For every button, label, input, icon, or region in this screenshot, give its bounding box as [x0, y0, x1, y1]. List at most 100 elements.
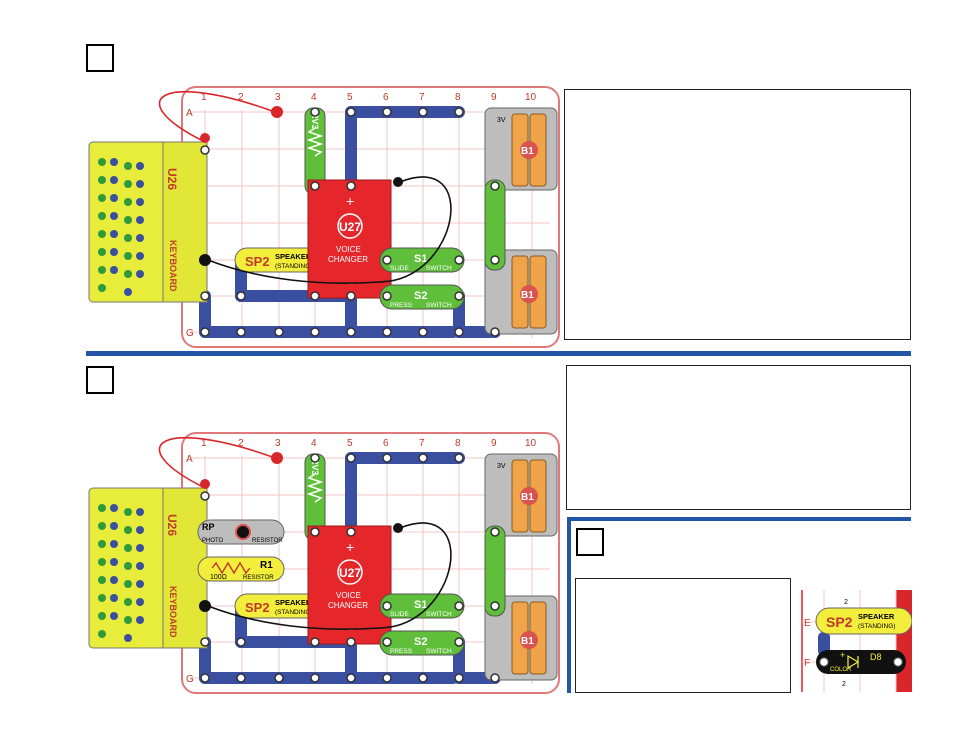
press-switch-s2: [379, 284, 465, 310]
column-label-4: 4: [311, 92, 317, 103]
inset-led-plus: +: [840, 650, 845, 660]
inset-speaker-label-line2: (STANDING): [858, 623, 895, 630]
column-label-2: 2: [238, 92, 244, 103]
speaker-label-line1: SPEAKER: [275, 252, 312, 261]
slide-switch-s1-vertical: [484, 179, 506, 271]
inset-snap-number-top: 2: [844, 599, 848, 606]
column-label-1: 1: [201, 92, 207, 103]
column-label-7: 7: [419, 438, 425, 449]
inset-snap-number-bottom: 2: [842, 681, 846, 688]
resistor-r1: [197, 556, 285, 582]
red-jumper-wire: [158, 436, 276, 489]
red-jumper-wire: [158, 90, 276, 143]
battery-code-label-bottom: B1: [521, 636, 534, 647]
press-switch-s2: [379, 630, 465, 656]
u27-label-line1: VOICE: [336, 245, 361, 254]
s1-code-label: S1: [414, 599, 427, 611]
slide-switch-s1: [379, 593, 465, 619]
speaker-label-line2: (STANDING): [275, 263, 312, 270]
keyboard-code-label: U26: [165, 514, 179, 536]
keyboard-code-label: U26: [165, 168, 179, 190]
voice-changer-u27: [307, 525, 392, 645]
rv3-label: RV3: [310, 458, 320, 475]
inset-speaker-label-line1: SPEAKER: [858, 612, 895, 621]
u27-label-line1: VOICE: [336, 591, 361, 600]
slide-switch-s1: [379, 247, 465, 273]
keyboard-keys: [98, 158, 144, 296]
column-label-5: 5: [347, 92, 353, 103]
speaker-code-label: SP2: [245, 254, 270, 269]
s2-press-label: PRESS: [390, 648, 413, 655]
column-label-1: 1: [201, 438, 207, 449]
s2-switch-label: SWITCH: [426, 648, 452, 655]
snap-wire-col5: [345, 106, 357, 190]
battery-code-label-top: B1: [521, 146, 534, 157]
s1-slide-label: SLIDE: [390, 265, 409, 272]
u27-plus-label: +: [346, 539, 354, 555]
speaker-label-line2: (STANDING): [275, 609, 312, 616]
inset-row-label-e: E: [804, 618, 811, 629]
s1-code-label: S1: [414, 253, 427, 265]
inset-speaker-code-label: SP2: [826, 614, 853, 630]
column-label-2: 2: [238, 438, 244, 449]
s1-slide-label: SLIDE: [390, 611, 409, 618]
column-label-8: 8: [455, 438, 461, 449]
r1-value-label: 100Ω: [210, 574, 227, 581]
u27-label-line2: CHANGER: [328, 255, 368, 264]
slide-switch-s1-vertical: [484, 525, 506, 617]
column-label-8: 8: [455, 92, 461, 103]
r1-code-label: R1: [260, 560, 273, 571]
s2-code-label: S2: [414, 636, 427, 648]
rp-label-line2: RESISTOR: [252, 538, 283, 544]
keyboard-label: KEYBOARD: [168, 586, 178, 638]
column-label-7: 7: [419, 92, 425, 103]
inset-led-code-label: D8: [870, 652, 882, 662]
s1-switch-label: SWITCH: [426, 265, 452, 272]
circuit-diagram-1: 1 2 3 4 5 6 7 8 9 10 A G U26 KEYB: [88, 86, 560, 348]
step-box-2: [86, 366, 114, 394]
keyboard-label: KEYBOARD: [168, 240, 178, 292]
step-box-1: [86, 44, 114, 72]
section-divider: [86, 351, 911, 356]
subsection-divider-top: [567, 517, 911, 521]
column-label-9: 9: [491, 92, 497, 103]
column-label-10: 10: [525, 438, 537, 449]
u27-code-label: U27: [339, 566, 361, 580]
inset-speaker-sp2: [815, 607, 912, 635]
battery-code-label-top: B1: [521, 492, 534, 503]
row-label-g: G: [186, 328, 194, 339]
voice-changer-u27: [307, 179, 392, 299]
snap-wire-top-right: [345, 106, 465, 118]
snap-wire-bottom-left: [199, 326, 459, 338]
snap-wire-col5-bottom: [345, 290, 357, 338]
row-label-a: A: [186, 454, 193, 465]
s2-press-label: PRESS: [390, 302, 413, 309]
column-label-3: 3: [275, 92, 281, 103]
column-label-4: 4: [311, 438, 317, 449]
r1-word-label: RESISTOR: [243, 575, 274, 581]
inset-red-edge: [896, 590, 912, 692]
s2-switch-label: SWITCH: [426, 302, 452, 309]
black-jumper-wire: [207, 522, 452, 630]
black-jumper-wire: [207, 176, 452, 284]
keyboard-keys: [98, 504, 144, 642]
circuit-diagram-2: 1 2 3 4 5 6 7 8 9 10 A G U26 KEYBOARD: [88, 432, 560, 694]
s2-code-label: S2: [414, 290, 427, 302]
battery-voltage-top: 3V: [497, 117, 506, 124]
instruction-box-3: [575, 578, 791, 693]
battery-code-label-bottom: B1: [521, 290, 534, 301]
inset-row-label-f: F: [804, 658, 810, 669]
step-box-3: [576, 528, 604, 556]
column-label-10: 10: [525, 92, 537, 103]
column-label-6: 6: [383, 92, 389, 103]
rp-code-label: RP: [202, 522, 215, 532]
instruction-box-2: [566, 365, 911, 510]
s1-switch-label: SWITCH: [426, 611, 452, 618]
row-label-g: G: [186, 674, 194, 685]
instruction-box-1: [564, 89, 911, 340]
u27-plus-label: +: [346, 193, 354, 209]
subsection-divider-left: [567, 517, 571, 693]
inset-led-word-label: COLOR: [830, 667, 852, 673]
u27-code-label: U27: [339, 220, 361, 234]
column-label-6: 6: [383, 438, 389, 449]
